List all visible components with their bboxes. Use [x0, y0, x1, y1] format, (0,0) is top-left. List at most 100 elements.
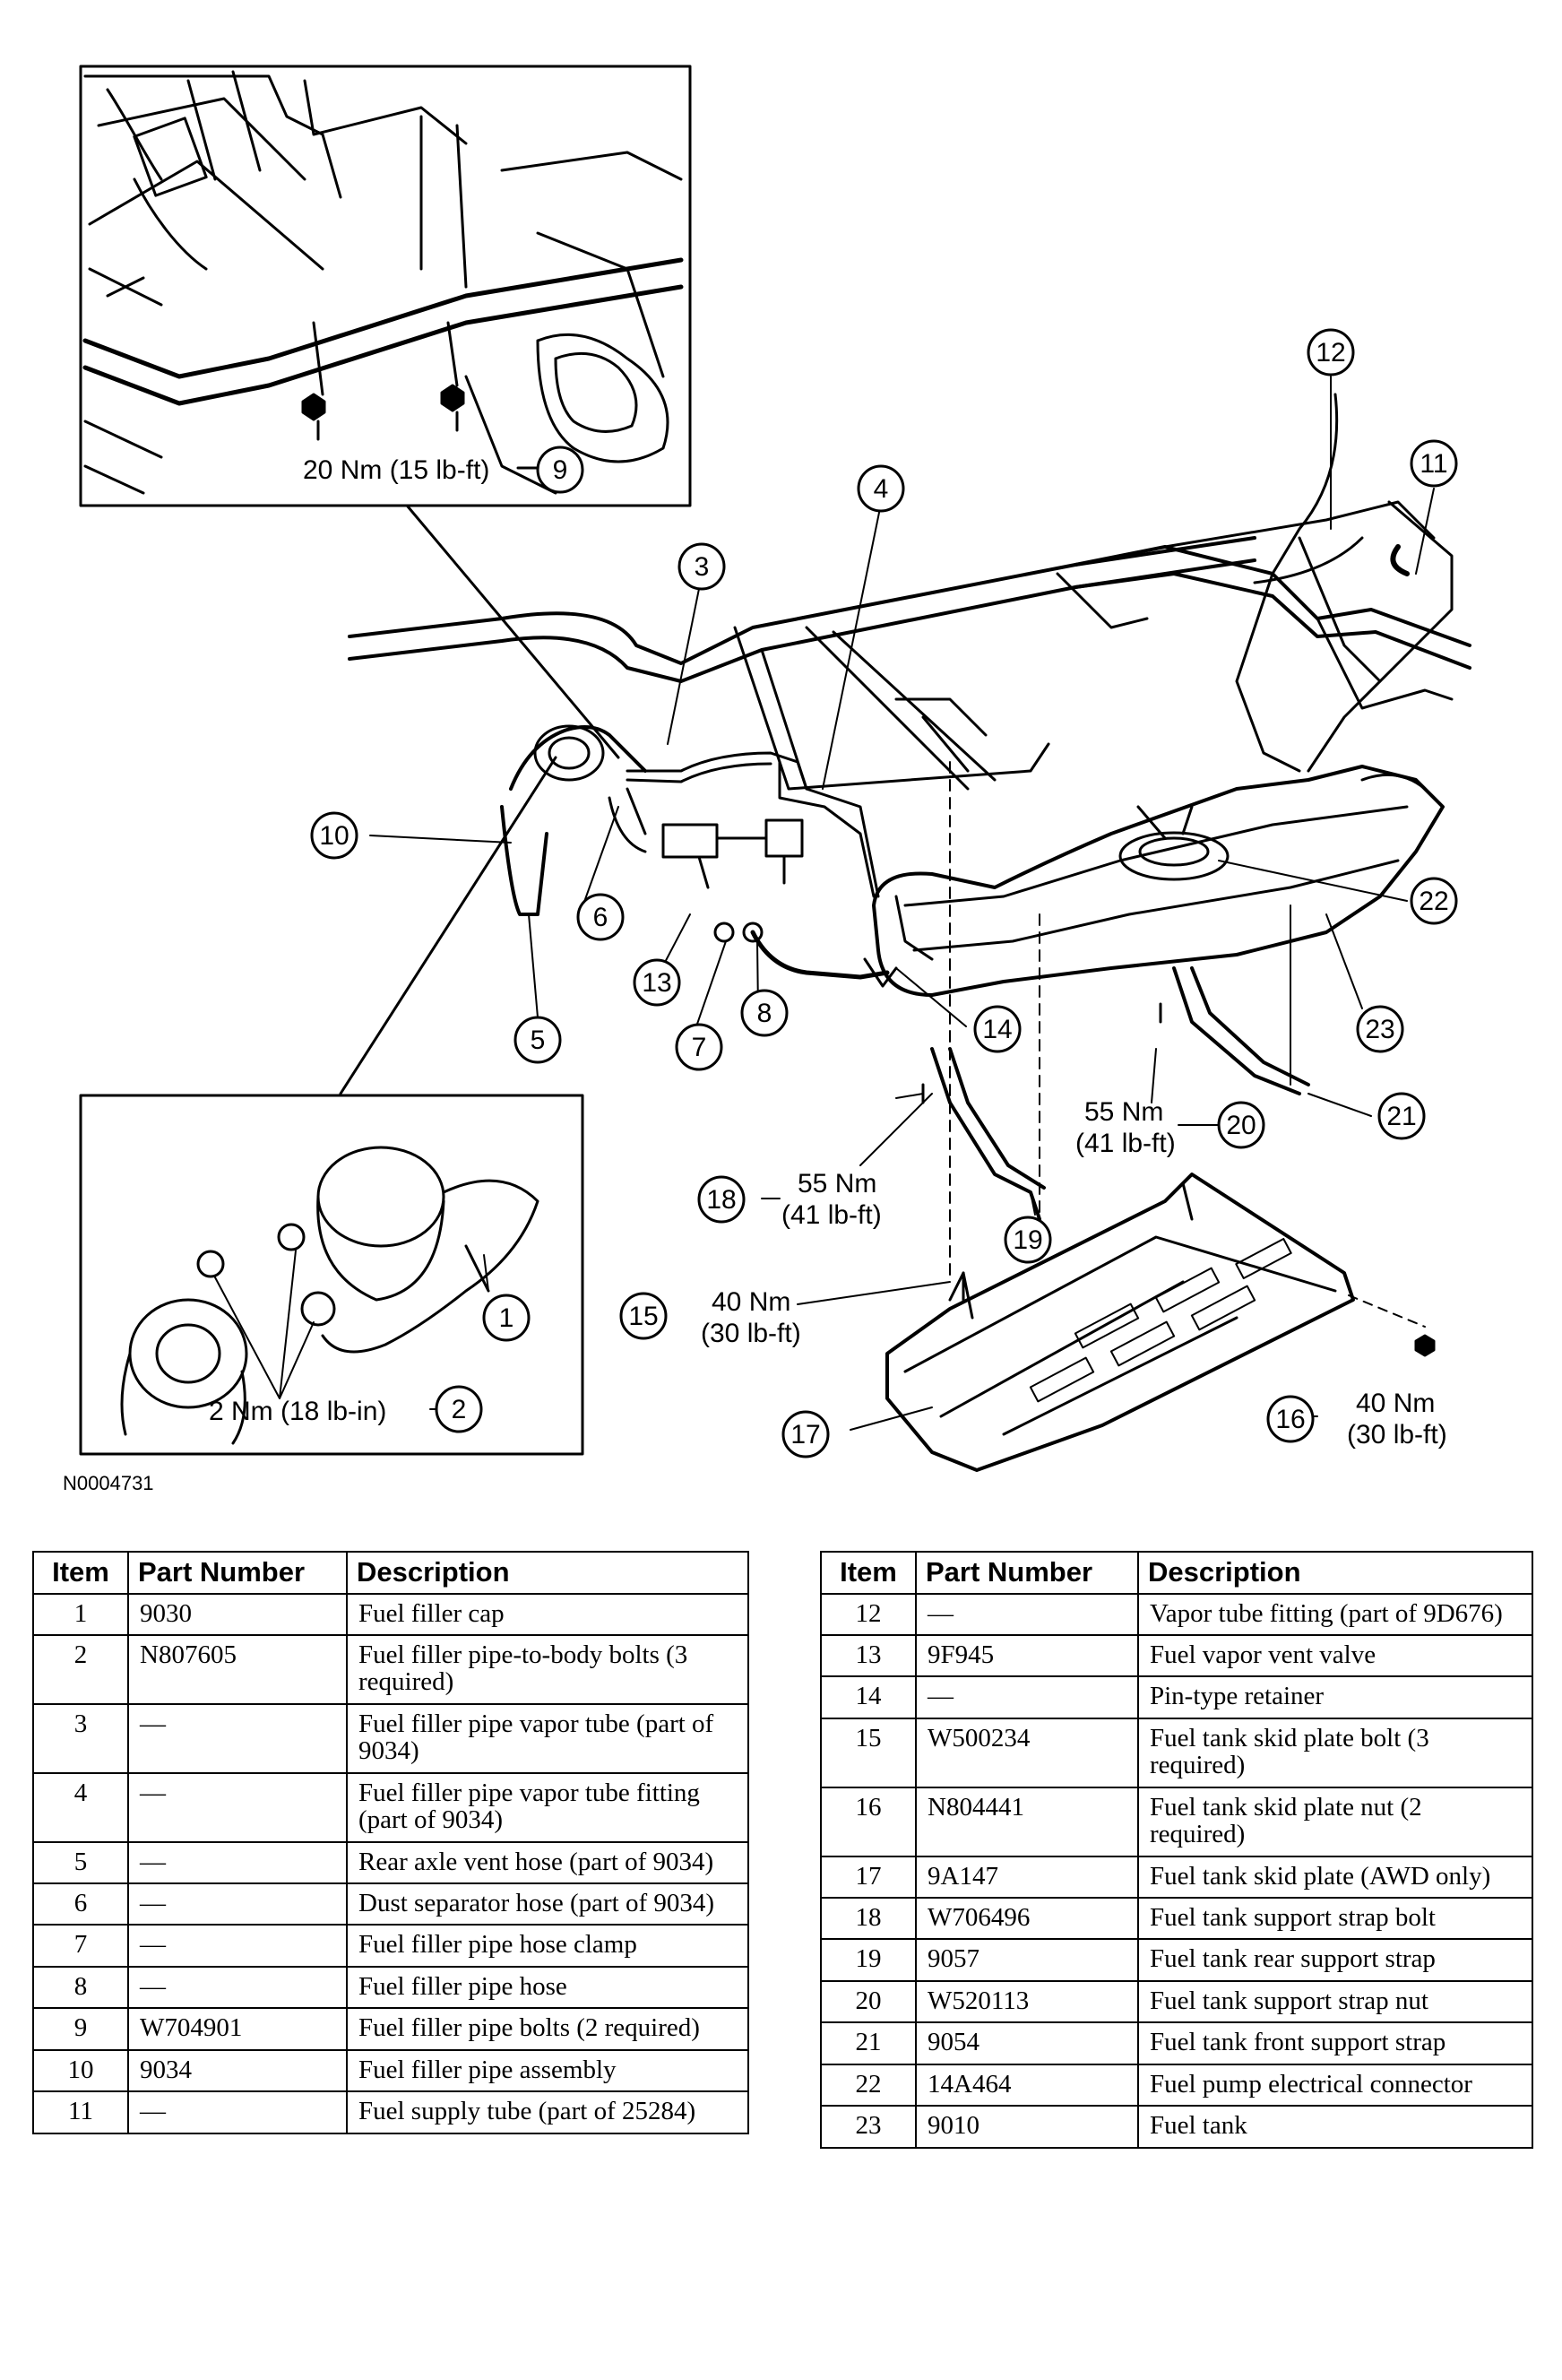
part-number-cell: 9030	[127, 1592, 348, 1636]
callout-circle	[1004, 1216, 1052, 1264]
callout-circle	[1410, 877, 1458, 925]
callout-number: 9	[553, 455, 568, 485]
callout-16: 16	[1266, 1395, 1315, 1443]
callout-number: 4	[874, 474, 889, 504]
part-number-cell: 9010	[915, 2105, 1139, 2149]
item-cell: 6	[32, 1882, 129, 1926]
table-row: 12—Vapor tube fitting (part of 9D676)	[820, 1592, 1533, 1636]
part-number-cell: 9034	[127, 2048, 348, 2093]
part-number-cell: —	[127, 1840, 348, 1885]
item-cell: 17	[820, 1855, 917, 1900]
skid-plate	[885, 1173, 1436, 1472]
callout-21: 21	[1377, 1092, 1426, 1140]
table-row: 8—Fuel filler pipe hose	[32, 1965, 749, 2010]
support-straps	[921, 761, 1310, 1283]
callout-number: 13	[642, 968, 671, 998]
part-number-cell: —	[915, 1675, 1139, 1719]
item-cell: 9	[32, 2007, 129, 2051]
part-number-cell: —	[127, 2090, 348, 2134]
description-cell: Dust separator hose (part of 9034)	[346, 1882, 749, 1926]
callout-circle	[1217, 1101, 1265, 1149]
item-cell: 4	[32, 1771, 129, 1843]
callout-circle	[857, 464, 905, 513]
torque-label-item-20-lbft: (41 lb-ft)	[1075, 1129, 1176, 1158]
callout-circle	[973, 1005, 1022, 1053]
item-cell: 23	[820, 2105, 917, 2149]
callout-number: 23	[1365, 1015, 1394, 1044]
callout-4: 4	[857, 464, 905, 513]
description-cell: Pin-type retainer	[1137, 1675, 1533, 1719]
callout-number: 7	[692, 1033, 707, 1062]
callout-circle	[1410, 439, 1458, 488]
table-row: 3—Fuel filler pipe vapor tube (part of 9…	[32, 1702, 749, 1774]
callout-circle	[482, 1294, 531, 1342]
callout-number: 5	[531, 1026, 546, 1055]
callout-circle	[675, 1023, 723, 1071]
callout-number: 14	[982, 1015, 1012, 1044]
part-number-cell: N804441	[915, 1786, 1139, 1857]
part-number-cell: W520113	[915, 1979, 1139, 2024]
item-cell: 15	[820, 1717, 917, 1788]
torque-label-item-18-lbft: (41 lb-ft)	[781, 1200, 882, 1230]
description-cell: Fuel filler pipe hose	[346, 1965, 749, 2010]
torque-label-item-15-lbft: (30 lb-ft)	[701, 1319, 801, 1348]
description-cell: Fuel tank rear support strap	[1137, 1938, 1533, 1982]
callout-circle	[1266, 1395, 1315, 1443]
callout-number: 17	[790, 1420, 820, 1450]
callout-19: 19	[1004, 1216, 1052, 1264]
callout-number: 8	[757, 999, 772, 1028]
item-cell: 14	[820, 1675, 917, 1719]
callout-circle	[781, 1410, 830, 1458]
description-cell: Fuel vapor vent valve	[1137, 1633, 1533, 1678]
callout-18: 18	[697, 1175, 746, 1224]
item-cell: 2	[32, 1633, 129, 1705]
description-cell: Fuel pump electrical connector	[1137, 2063, 1533, 2107]
callout-circle	[536, 446, 584, 494]
callout-number: 10	[319, 821, 349, 851]
description-cell: Rear axle vent hose (part of 9034)	[346, 1840, 749, 1885]
callout-15: 15	[619, 1292, 668, 1340]
description-cell: Fuel filler pipe-to-body bolts (3 requir…	[346, 1633, 749, 1705]
callout-2: 2	[435, 1385, 483, 1433]
torque-specs: 20 Nm (15 lb-ft) 2 Nm (18 lb-in) 55 Nm (…	[63, 455, 1447, 1494]
callout-5: 5	[513, 1016, 562, 1064]
description-cell: Fuel tank skid plate nut (2 required)	[1137, 1786, 1533, 1857]
callout-9: 9	[536, 446, 584, 494]
item-cell: 22	[820, 2063, 917, 2107]
description-cell: Fuel filler pipe bolts (2 required)	[346, 2007, 749, 2051]
callout-number: 11	[1420, 449, 1447, 479]
callout-17: 17	[781, 1410, 830, 1458]
callout-3: 3	[677, 542, 726, 591]
description-cell: Fuel tank	[1137, 2105, 1533, 2149]
callout-11: 11	[1410, 439, 1458, 488]
fuel-system-diagram: 20 Nm (15 lb-ft) 2 Nm (18 lb-in) 55 Nm (…	[63, 65, 1471, 1494]
callout-20: 20	[1217, 1101, 1265, 1149]
part-number-cell: —	[127, 1702, 348, 1774]
callout-number: 19	[1013, 1225, 1042, 1255]
header-item: Item	[32, 1551, 129, 1595]
callout-number: 12	[1316, 338, 1345, 368]
callout-circle	[1356, 1005, 1404, 1053]
description-cell: Fuel tank skid plate (AWD only)	[1137, 1855, 1533, 1900]
torque-label-item-16-nm: 40 Nm	[1356, 1389, 1435, 1418]
part-number-cell: 9F945	[915, 1633, 1139, 1678]
description-cell: Fuel supply tube (part of 25284)	[346, 2090, 749, 2134]
callout-23: 23	[1356, 1005, 1404, 1053]
torque-label-item-16-lbft: (30 lb-ft)	[1347, 1420, 1447, 1450]
part-number-cell: —	[127, 1924, 348, 1968]
table-row: 14—Pin-type retainer	[820, 1675, 1533, 1719]
callout-number: 15	[628, 1302, 658, 1331]
inset-filler-cap	[79, 756, 584, 1456]
part-number-cell: —	[127, 1771, 348, 1843]
